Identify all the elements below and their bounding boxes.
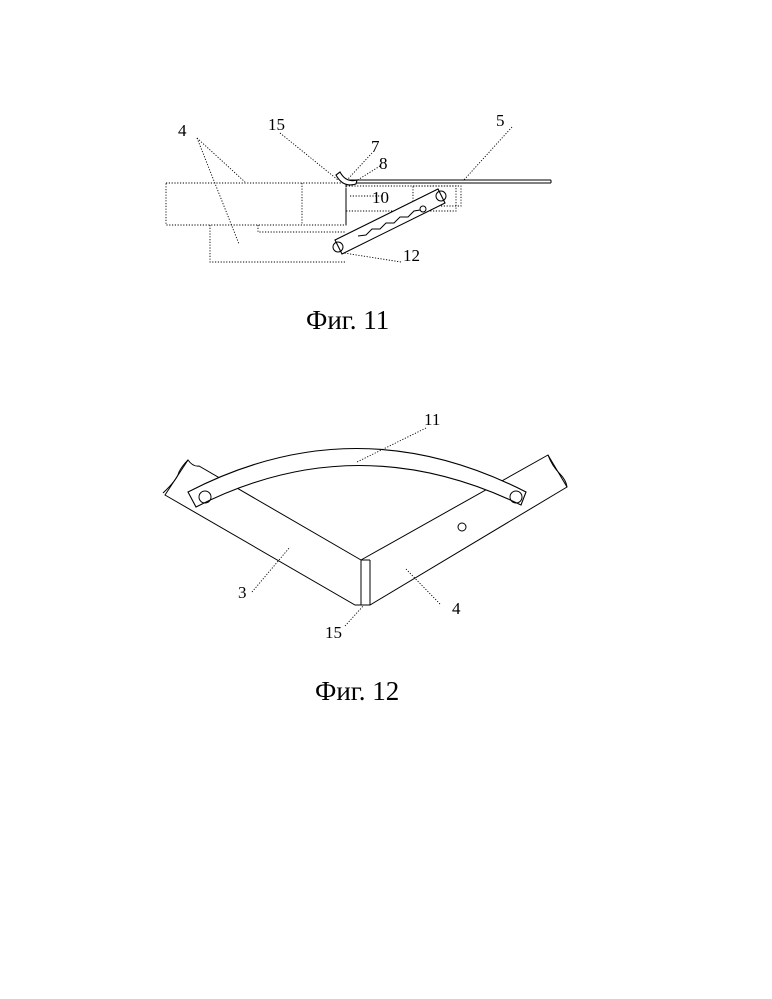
curved-bar-11 [188, 449, 526, 508]
hook-7 [336, 172, 357, 185]
fig11-label-8: 8 [379, 154, 388, 173]
upper-block [166, 183, 346, 225]
fig12-label-11: 11 [424, 410, 440, 429]
fig11-label-5: 5 [496, 111, 505, 130]
fig11-label-10: 10 [372, 188, 389, 207]
fig11-caption: Фиг. 11 [306, 305, 389, 335]
fig11-label-15: 15 [268, 115, 285, 134]
fig12-caption: Фиг. 12 [315, 676, 399, 706]
fig12-label-4: 4 [452, 599, 461, 618]
lower-block [210, 225, 346, 262]
plate-3 [165, 460, 361, 605]
fig12-label-3: 3 [238, 583, 247, 602]
fig11-label-12: 12 [403, 246, 420, 265]
plate-5 [346, 180, 551, 183]
figure-12: 11 3 4 15 Фиг. 12 [163, 410, 567, 706]
slotted-link-12 [333, 189, 446, 254]
figure-11: 4 15 7 8 5 10 12 Фиг. 11 [166, 111, 551, 335]
fig11-label-4: 4 [178, 121, 187, 140]
hole-marker [458, 523, 466, 531]
fig12-label-15: 15 [325, 623, 342, 642]
